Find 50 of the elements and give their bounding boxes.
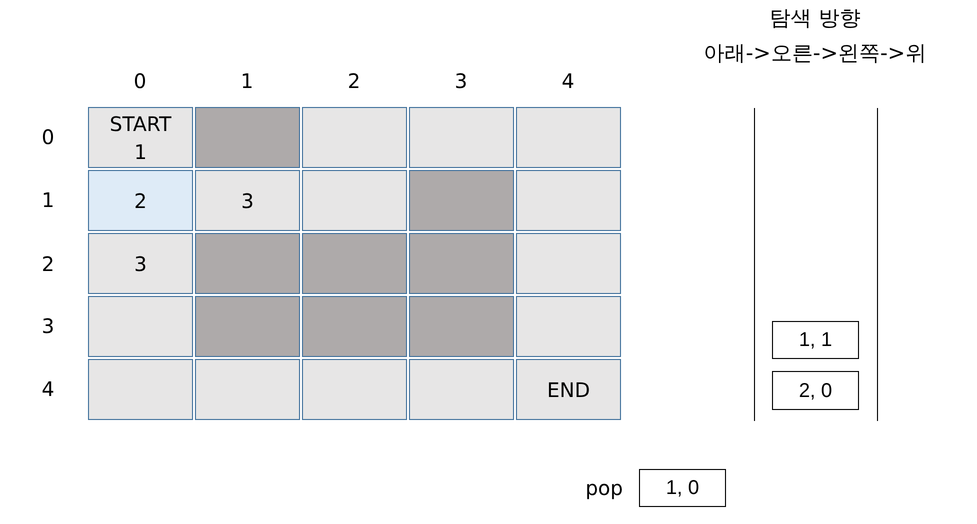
visited-cell — [88, 170, 193, 231]
wall-cell — [409, 233, 514, 294]
stack-item-text: 1, 0 — [666, 476, 700, 500]
stack-item-text: 1, 1 — [798, 328, 832, 352]
pop-label: pop — [585, 475, 623, 501]
row-index: 3 — [42, 313, 54, 339]
grid-cell — [516, 107, 621, 168]
column-index: 1 — [240, 68, 254, 94]
wall-cell — [302, 233, 407, 294]
cell-text: 1 — [134, 138, 147, 166]
wall-cell — [302, 296, 407, 357]
grid-cell — [302, 170, 407, 231]
stack-item — [772, 371, 859, 410]
stack-item — [772, 321, 859, 359]
grid-cell — [409, 359, 514, 420]
grid-cell — [88, 359, 193, 420]
cell-text: END — [547, 376, 590, 404]
popped-item — [639, 469, 726, 507]
wall-cell — [195, 107, 300, 168]
cell-text: START — [110, 110, 172, 138]
row-index: 4 — [42, 376, 54, 402]
row-index: 1 — [42, 187, 54, 213]
column-index: 0 — [134, 68, 146, 94]
cell-text: 3 — [134, 250, 147, 278]
search-order-note: 아래->오른->왼쪽->위 — [704, 40, 926, 67]
grid-cell — [516, 359, 621, 420]
grid-cell — [195, 170, 300, 231]
diagram-title: 탐색 방향 — [770, 5, 860, 32]
wall-cell — [195, 296, 300, 357]
column-index: 3 — [454, 68, 468, 94]
grid-cell — [516, 233, 621, 294]
cell-text: 2 — [134, 188, 147, 214]
grid-cell — [516, 170, 621, 231]
grid-cell — [88, 233, 193, 294]
stack-item-text: 2, 0 — [798, 378, 832, 402]
grid-cell — [302, 359, 407, 420]
row-index: 2 — [42, 251, 54, 277]
row-index: 0 — [42, 124, 54, 150]
column-index: 4 — [562, 68, 574, 94]
wall-cell — [409, 296, 514, 357]
wall-cell — [409, 170, 514, 231]
wall-cell — [195, 233, 300, 294]
cell-text: 3 — [241, 188, 254, 214]
grid-cell — [516, 296, 621, 357]
grid-cell — [195, 359, 300, 420]
grid-cell — [88, 296, 193, 357]
grid-cell — [302, 107, 407, 168]
grid-cell — [409, 107, 514, 168]
column-index: 2 — [348, 68, 360, 94]
grid-cell — [88, 107, 193, 168]
